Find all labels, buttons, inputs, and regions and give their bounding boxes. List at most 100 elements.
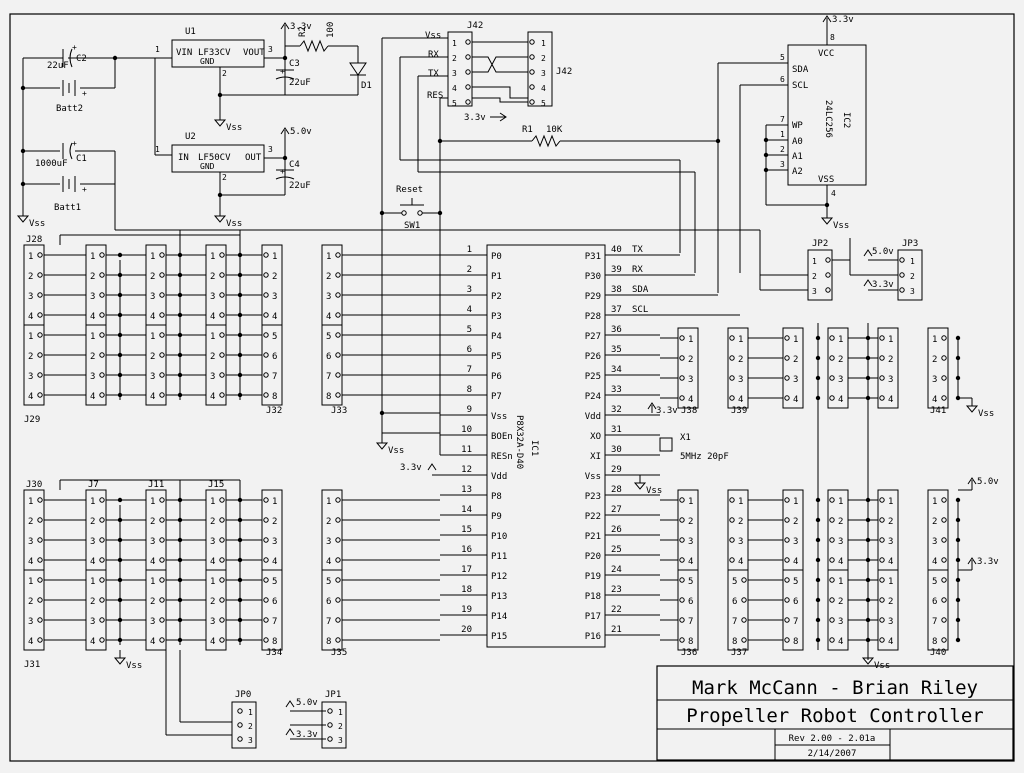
- pin-circle: [219, 597, 225, 603]
- junction-dot: [815, 517, 821, 523]
- pin-number: 4: [793, 557, 798, 567]
- pin-number: 1: [793, 497, 798, 507]
- pin-number: 2: [90, 517, 95, 527]
- connector-label: J11: [148, 480, 164, 490]
- header-null: [85, 569, 107, 651]
- pin-number: 2: [541, 54, 546, 63]
- plus-mark: +: [82, 89, 87, 98]
- pin-number: 2: [932, 355, 937, 365]
- c2-value: 22uF: [47, 61, 69, 71]
- pin-circle: [679, 395, 685, 401]
- header-null: [261, 569, 283, 651]
- pin-number: 1: [90, 252, 95, 262]
- pin-circle: [879, 597, 885, 603]
- pin-circle: [327, 736, 333, 742]
- pin-circle: [784, 557, 790, 563]
- pin-circle: [335, 332, 341, 338]
- ic1-pin-number: 35: [611, 345, 622, 355]
- pin-circle: [237, 736, 243, 742]
- connector-label: J37: [731, 648, 747, 658]
- pin-circle: [465, 69, 471, 75]
- pin-number: 1: [28, 497, 33, 507]
- ic1-pin-name: P14: [491, 612, 507, 622]
- supply-label: 3.3v: [656, 406, 678, 416]
- pin-number: 8: [326, 392, 331, 402]
- pin-circle: [37, 637, 43, 643]
- ic1-pin-name: XI: [590, 452, 601, 462]
- pin-number: 2: [888, 517, 893, 527]
- pin-circle: [219, 537, 225, 543]
- pin-number: 4: [888, 637, 893, 647]
- supply-label: 5.0v: [296, 698, 318, 708]
- junction-dot: [177, 292, 183, 298]
- pin-number: 1: [28, 332, 33, 342]
- ic1-pin-name: BOEn: [491, 432, 513, 442]
- ic1-pin-number: 40: [611, 245, 622, 255]
- ic1-pin-name: P30: [585, 272, 601, 282]
- pin-number: 3: [793, 537, 798, 547]
- connector-label: J30: [26, 480, 42, 490]
- pin-circle: [237, 722, 243, 728]
- pin-circle: [37, 372, 43, 378]
- pin-number: 4: [452, 84, 457, 93]
- c3-plate: [275, 76, 295, 80]
- r1-resistor: [531, 134, 561, 148]
- pin-number: 2: [738, 517, 743, 527]
- pin-circle: [335, 252, 341, 258]
- pin-number: 8: [272, 637, 277, 647]
- ground-symbol: [375, 442, 389, 450]
- header-null: [877, 569, 899, 651]
- ic1-ref: IC1: [529, 440, 539, 456]
- junction-dot: [117, 577, 123, 583]
- c4-value: 22uF: [289, 181, 311, 191]
- pin-number: 4: [28, 392, 33, 402]
- c4-ref: C4: [289, 160, 300, 170]
- ic1-pin-number: 5: [467, 325, 472, 335]
- pin-number: 3: [150, 292, 155, 302]
- junction-dot: [955, 355, 961, 361]
- pin-number: 2: [28, 597, 33, 607]
- pin-circle: [335, 517, 341, 523]
- ground-label: Vss: [226, 123, 242, 133]
- plus-mark: +: [280, 67, 285, 76]
- pin-number: 3: [738, 375, 743, 385]
- pin-number: 1: [838, 577, 843, 587]
- pin-circle: [219, 617, 225, 623]
- r2-ref: R2: [298, 26, 308, 37]
- pin-circle: [879, 497, 885, 503]
- pin-circle: [899, 257, 905, 263]
- ic1-pin-name: P5: [491, 352, 502, 362]
- u1-part: LF33CV: [198, 48, 231, 58]
- connector-label: J35: [331, 648, 347, 658]
- pin-circle: [829, 557, 835, 563]
- pin-circle: [529, 84, 535, 90]
- junction-dot: [117, 497, 123, 503]
- ic1-pin-name: P2: [491, 292, 502, 302]
- junction-dot: [865, 597, 871, 603]
- pin-number: 1: [150, 252, 155, 262]
- ic1-pin-name: P23: [585, 492, 601, 502]
- ic1-pin-name: P9: [491, 512, 502, 522]
- header-null: [261, 324, 283, 406]
- pin-number: 3: [838, 375, 843, 385]
- ic1-pin-number: 32: [611, 405, 622, 415]
- supply-arrow: [280, 22, 290, 30]
- ic2-a1: A1: [792, 152, 803, 162]
- junction-dot: [177, 577, 183, 583]
- pin-number: 3: [780, 160, 785, 169]
- pin-number: 2: [326, 272, 331, 282]
- pin-circle: [401, 210, 407, 216]
- header-null: [782, 569, 804, 651]
- junction-dot: [117, 332, 123, 338]
- ic1-pin-name: P25: [585, 372, 601, 382]
- pin-number: 1: [910, 257, 915, 266]
- junction-dot: [815, 537, 821, 543]
- pin-number: 2: [888, 355, 893, 365]
- junction-dot: [955, 577, 961, 583]
- pin-number: 2: [688, 517, 693, 527]
- connector-label: JP0: [235, 690, 251, 700]
- pin-circle: [899, 272, 905, 278]
- junction-dot: [177, 537, 183, 543]
- pin-circle: [529, 69, 535, 75]
